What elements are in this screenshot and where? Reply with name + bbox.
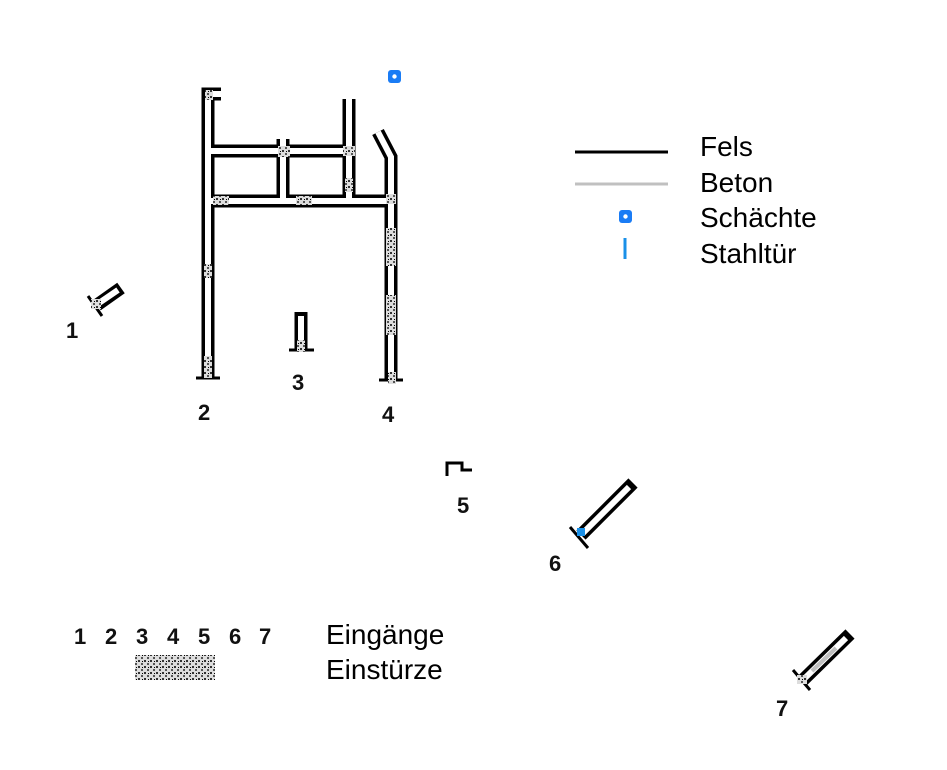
legend-number: 1 (74, 624, 86, 649)
legend-steel-door: Stahltür (700, 238, 797, 269)
entrance-legend: 1 2 3 4 5 6 7 Eingänge Einstürze (74, 619, 444, 685)
main-tunnel-system (196, 87, 403, 384)
steel-door-6 (577, 528, 585, 536)
legend-concrete: Beton (700, 167, 773, 198)
tunnel-6 (568, 478, 638, 549)
entrance-label-1: 1 (66, 318, 78, 343)
entrance-label-5: 5 (457, 493, 469, 518)
tunnel-3 (289, 312, 314, 352)
tunnel-1 (86, 282, 125, 317)
tunnel-7 (791, 629, 855, 691)
legend-entrances: Eingänge (326, 619, 444, 650)
legend-number: 7 (259, 624, 271, 649)
legend-number: 3 (136, 624, 148, 649)
entrance-label-3: 3 (292, 370, 304, 395)
entrance-label-2: 2 (198, 400, 210, 425)
legend-number: 6 (229, 624, 241, 649)
legend-number: 2 (105, 624, 117, 649)
entrance-labels: 1 2 3 4 5 6 7 (66, 318, 788, 721)
collapse-swatch (135, 655, 215, 680)
collapse-marks (204, 90, 396, 384)
entrance-label-4: 4 (382, 402, 395, 427)
tunnel-5 (445, 461, 472, 476)
entrance-label-7: 7 (776, 696, 788, 721)
legend-rock: Fels (700, 131, 753, 162)
legend-collapses: Einstürze (326, 654, 443, 685)
legend-number: 5 (198, 624, 210, 649)
entrance-label-6: 6 (549, 551, 561, 576)
legend-shafts: Schächte (700, 202, 817, 233)
material-legend: Fels Beton Schächte Stahltür (575, 131, 817, 269)
legend-number: 4 (167, 624, 180, 649)
